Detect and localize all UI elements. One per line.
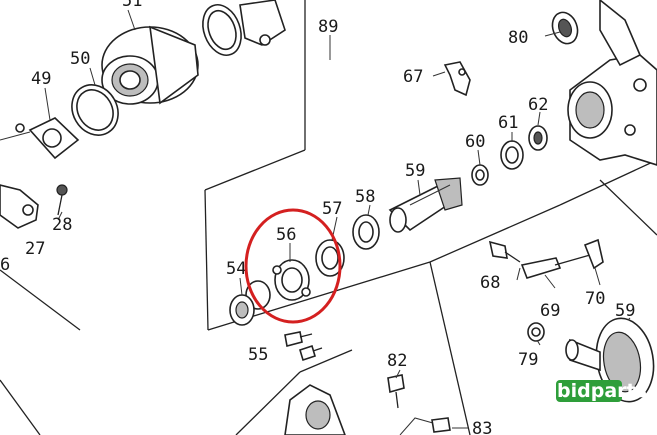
- part-28-screw: [56, 184, 68, 216]
- watermark: bidparts: [556, 380, 647, 402]
- label-49: 49: [31, 69, 51, 89]
- part-51-rotor: [101, 25, 199, 105]
- label-69: 69: [540, 301, 560, 321]
- label-80: 80: [508, 28, 528, 48]
- label-68: 68: [480, 273, 500, 293]
- label-79: 79: [518, 350, 538, 370]
- highlight-circle-56: [244, 208, 342, 324]
- label-62: 62: [528, 95, 548, 115]
- label-6: 6: [0, 255, 10, 275]
- part-27-lever: [0, 184, 39, 229]
- bottom-casting: [284, 384, 441, 435]
- label-50: 50: [70, 49, 90, 69]
- part-62-bearing: [528, 125, 548, 151]
- part-56-retainer: [272, 259, 311, 301]
- part-58-washer: [352, 214, 380, 250]
- part-59-pinion: [388, 177, 463, 233]
- label-51: 51: [122, 0, 142, 11]
- part-83-screw: [431, 417, 451, 433]
- part-49-plate: [0, 117, 80, 160]
- label-60: 60: [465, 132, 485, 152]
- label-57: 57: [322, 199, 342, 219]
- part-67-clip: [443, 61, 471, 97]
- part-89-ring: [202, 0, 286, 56]
- part-79-washer: [527, 322, 545, 342]
- part-55-screws: [284, 331, 323, 362]
- part-82-screw: [387, 374, 405, 409]
- part-69-slider: [520, 254, 591, 279]
- label-27: 27: [25, 239, 45, 259]
- label-55: 55: [248, 345, 268, 365]
- part-80-bearing: [551, 11, 579, 45]
- label-82: 82: [387, 351, 407, 371]
- part-61-bearing: [500, 140, 524, 170]
- label-83: 83: [472, 419, 492, 435]
- label-59a: 59: [405, 161, 425, 181]
- label-54: 54: [226, 259, 246, 279]
- part-70-bracket: [583, 238, 604, 270]
- part-50-ring: [71, 84, 119, 136]
- housing-frame: [567, 0, 657, 166]
- part-68-pin: [488, 240, 521, 263]
- part-labels: 51 89 80 49 50 67 62 61 60 59 58 57 56 5…: [0, 0, 635, 435]
- label-56: 56: [276, 225, 296, 245]
- label-59b: 59: [615, 301, 635, 321]
- label-58: 58: [355, 187, 375, 207]
- part-60-washer: [471, 164, 489, 186]
- label-67: 67: [403, 67, 423, 87]
- label-70: 70: [585, 289, 605, 309]
- part-54-collar: [229, 280, 271, 326]
- label-89: 89: [318, 17, 338, 37]
- watermark-text: bidparts: [557, 380, 647, 402]
- label-28: 28: [52, 215, 72, 235]
- label-61: 61: [498, 113, 518, 133]
